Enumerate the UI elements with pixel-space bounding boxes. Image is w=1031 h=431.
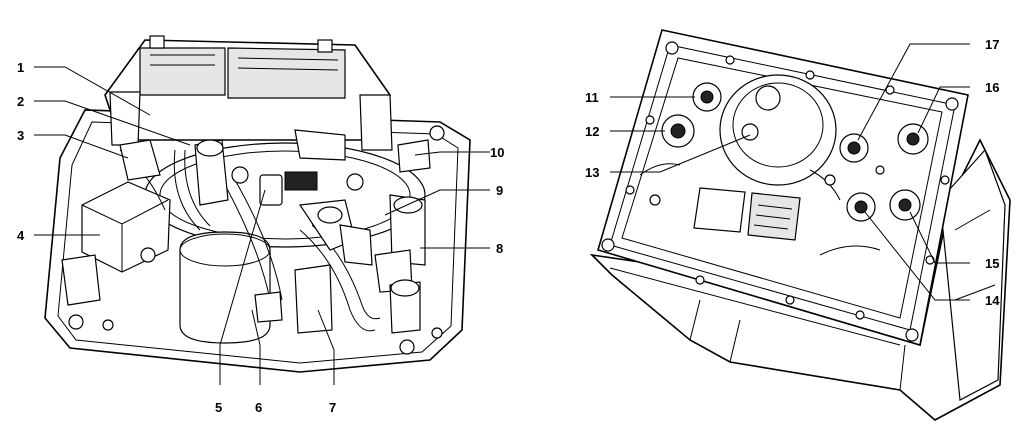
callout-14: 14 (985, 293, 1000, 308)
callout-4: 4 (17, 228, 25, 243)
callout-17: 17 (985, 37, 999, 52)
callout-16: 16 (985, 80, 999, 95)
callout-8: 8 (496, 241, 503, 256)
callout-11: 11 (585, 90, 599, 105)
callout-6: 6 (255, 400, 262, 415)
left-callout-labels: 1 2 3 4 5 6 7 8 9 10 (17, 60, 504, 415)
callout-9: 9 (496, 183, 503, 198)
callout-2: 2 (17, 94, 24, 109)
callout-10: 10 (490, 145, 504, 160)
callout-5: 5 (215, 400, 222, 415)
right-leader-lines (610, 43, 970, 301)
left-leader-lines (34, 66, 490, 385)
callout-3: 3 (17, 128, 24, 143)
callout-15: 15 (985, 256, 999, 271)
callout-12: 12 (585, 124, 599, 139)
callout-1: 1 (17, 60, 24, 75)
right-unit-illustration (589, 29, 1011, 421)
callout-7: 7 (329, 400, 336, 415)
callout-13: 13 (585, 165, 599, 180)
right-callout-labels: 11 12 13 14 15 16 17 (585, 37, 1000, 308)
left-unit-illustration (44, 35, 471, 373)
